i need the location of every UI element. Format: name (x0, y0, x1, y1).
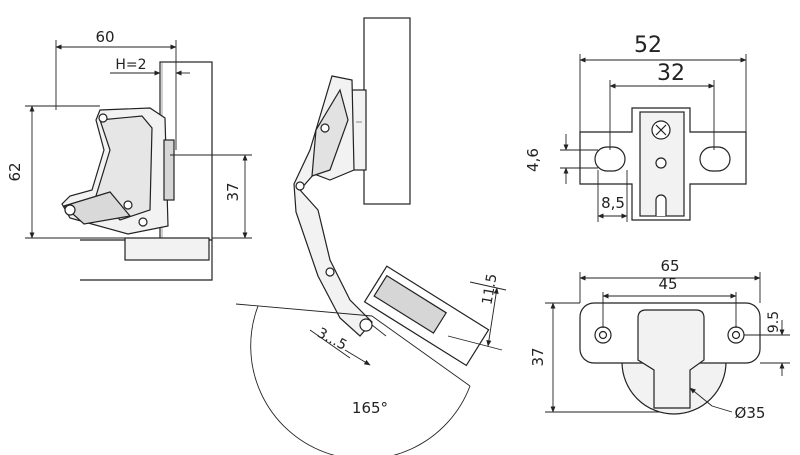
dim-width-label: 60 (95, 28, 114, 46)
door-open (363, 265, 490, 367)
dim-height-right-label: 37 (224, 182, 242, 201)
dim-cup-height-label: 37 (529, 347, 547, 366)
dim-height-left-label: 62 (6, 162, 24, 181)
dim-cup-inner-label: 45 (658, 275, 677, 293)
dim-plate-inner-label: 32 (657, 61, 685, 86)
cabinet-wall-open (363, 17, 411, 205)
dim-offset-open-label: 11.5 (479, 273, 500, 306)
side-view-drawing (25, 40, 252, 281)
hinge-cup-drawing (545, 272, 790, 415)
dim-plate-outer-label: 52 (634, 33, 662, 58)
hinge-arm-open (293, 75, 373, 337)
dim-cup-offset-label: 9.5 (766, 311, 782, 333)
dim-slot-h-label: 4,6 (524, 148, 542, 172)
dim-cup-diameter-label: Ø35 (735, 404, 766, 422)
mounting-plate (124, 237, 210, 261)
dim-cup-outer-label: 65 (660, 257, 679, 275)
dim-slot-w-label: 8,5 (601, 194, 625, 212)
dim-overlay-label: H=2 (115, 57, 146, 73)
dim-angle-label: 165° (352, 399, 388, 417)
mounting-plate-drawing (560, 54, 747, 222)
open-hinge-drawing (235, 17, 507, 455)
dim-gap-label: 3...5 (314, 325, 349, 354)
